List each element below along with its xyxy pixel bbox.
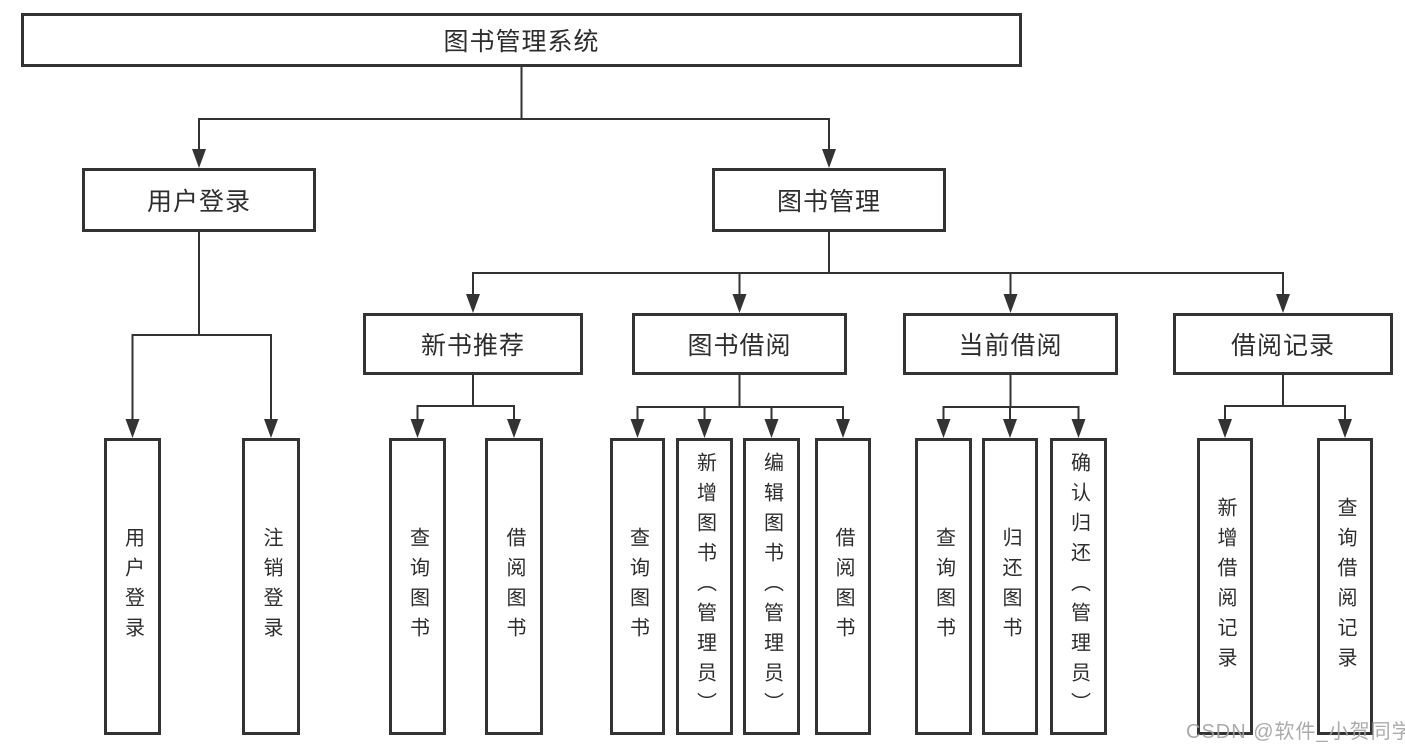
leaf-query-borrow-record: 查询借阅记录 bbox=[1317, 438, 1373, 735]
node-label: 查询图书 bbox=[932, 526, 955, 647]
node-label: 归还图书 bbox=[999, 526, 1021, 647]
leaf-edit-books-admin: 编辑图书（管理员） bbox=[743, 438, 800, 735]
node-label: 查询图书 bbox=[406, 526, 429, 647]
node-label: 新书推荐 bbox=[420, 332, 525, 360]
node-library-management-system: 图书管理系统 bbox=[21, 13, 1022, 67]
node-label: 确认归还（管理员） bbox=[1067, 451, 1090, 722]
node-label: 借阅记录 bbox=[1230, 332, 1335, 360]
node-current-borrowing: 当前借阅 bbox=[903, 313, 1118, 375]
node-label: 新增图书（管理员） bbox=[693, 451, 716, 722]
node-book-borrowing: 图书借阅 bbox=[632, 313, 847, 375]
node-book-management: 图书管理 bbox=[712, 168, 946, 232]
leaf-logout: 注销登录 bbox=[242, 438, 300, 735]
leaf-borrow-books-recommend: 借阅图书 bbox=[485, 438, 543, 735]
node-label: 图书借阅 bbox=[687, 332, 792, 360]
node-label: 借阅图书 bbox=[832, 526, 854, 647]
node-label: 用户登录 bbox=[146, 188, 251, 216]
node-label: 当前借阅 bbox=[958, 332, 1063, 360]
node-label: 新增借阅记录 bbox=[1214, 496, 1236, 677]
node-label: 用户登录 bbox=[121, 526, 144, 647]
leaf-confirm-return-admin: 确认归还（管理员） bbox=[1050, 438, 1107, 735]
leaf-borrow-books: 借阅图书 bbox=[815, 438, 871, 735]
leaf-query-books-recommend: 查询图书 bbox=[389, 438, 446, 735]
node-label: 图书管理 bbox=[776, 188, 881, 216]
node-user-login: 用户登录 bbox=[82, 168, 316, 232]
leaf-query-books-current: 查询图书 bbox=[915, 438, 972, 735]
node-label: 注销登录 bbox=[260, 526, 282, 647]
leaf-user-login: 用户登录 bbox=[104, 438, 161, 735]
csdn-watermark: CSDN @软件_小贺同学 bbox=[1186, 721, 1405, 743]
leaf-return-books: 归还图书 bbox=[982, 438, 1038, 735]
node-label: 编辑图书（管理员） bbox=[760, 451, 783, 722]
leaf-query-books-borrow: 查询图书 bbox=[610, 438, 665, 735]
leaf-add-books-admin: 新增图书（管理员） bbox=[676, 438, 733, 735]
node-new-book-recommendation: 新书推荐 bbox=[363, 313, 583, 375]
node-borrowing-records: 借阅记录 bbox=[1173, 313, 1393, 375]
node-label: 借阅图书 bbox=[503, 526, 525, 647]
leaf-add-borrow-record: 新增借阅记录 bbox=[1197, 438, 1253, 735]
node-label: 查询借阅记录 bbox=[1334, 496, 1356, 677]
node-label: 查询图书 bbox=[626, 526, 649, 647]
node-label: 图书管理系统 bbox=[443, 28, 600, 56]
